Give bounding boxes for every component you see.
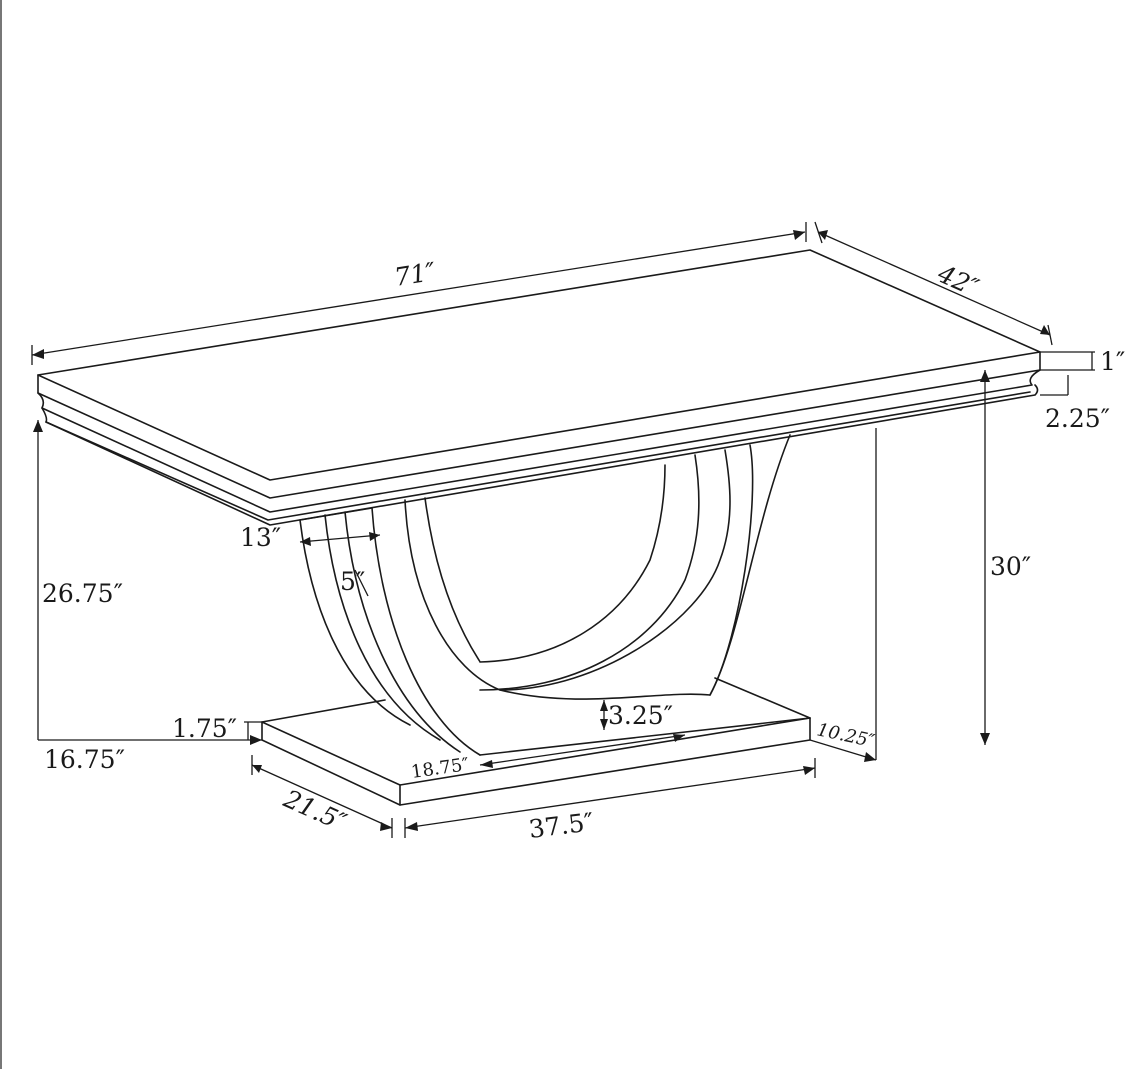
label-top-thickness: 1″ (1100, 347, 1125, 376)
base-front-top (261, 717, 811, 806)
dim-line-base-depth (251, 764, 393, 829)
leg-left-top-cap (299, 507, 373, 521)
label-arch-band: 3.25″ (608, 701, 673, 730)
arch-inner-2 (424, 464, 666, 663)
leg-left-band-1 (324, 514, 441, 741)
base-inner-edge (479, 717, 811, 756)
tabletop-bottom-edge (45, 384, 1039, 526)
dimension-lines (31, 221, 1095, 838)
label-base-depth: 21.5″ (279, 784, 352, 838)
label-leg-clearance-height: 26.75″ (42, 579, 123, 608)
label-edge-profile: 2.25″ (1045, 404, 1110, 433)
base-top-right (714, 677, 811, 719)
base-top (261, 699, 386, 723)
arch-inner-1 (404, 434, 791, 700)
dim-line-base-length (404, 767, 816, 829)
label-overhang: 16.75″ (44, 745, 125, 774)
label-leg-band-width: 5″ (340, 567, 365, 596)
label-leg-top-width: 13″ (240, 523, 281, 552)
dim-line-top-length (31, 231, 806, 356)
table-outline (37, 249, 1041, 806)
label-base-length: 37.5″ (527, 807, 595, 844)
arch-inner-4 (499, 449, 731, 691)
label-top-length: 71″ (392, 257, 438, 292)
label-base-inner-length: 18.75″ (410, 754, 471, 783)
dim-line-top-depth (817, 231, 1051, 336)
tabletop-edge-profile (37, 369, 1041, 513)
label-base-inner-depth: 10.25″ (815, 719, 877, 752)
tabletop-surface (37, 249, 1041, 481)
label-top-depth: 42″ (933, 259, 984, 303)
dimension-arrows (32, 230, 1050, 831)
arch-inner-3 (479, 454, 700, 691)
tabletop-front-edge (37, 351, 1041, 499)
leg-left-outer (299, 519, 411, 726)
leg-left-inner (371, 507, 481, 756)
label-overall-height: 30″ (990, 552, 1031, 581)
arch-inner-5 (709, 444, 754, 696)
tabletop-underside (41, 391, 1031, 521)
label-base-thickness: 1.75″ (172, 714, 237, 743)
leg-left-band-2 (344, 511, 461, 753)
